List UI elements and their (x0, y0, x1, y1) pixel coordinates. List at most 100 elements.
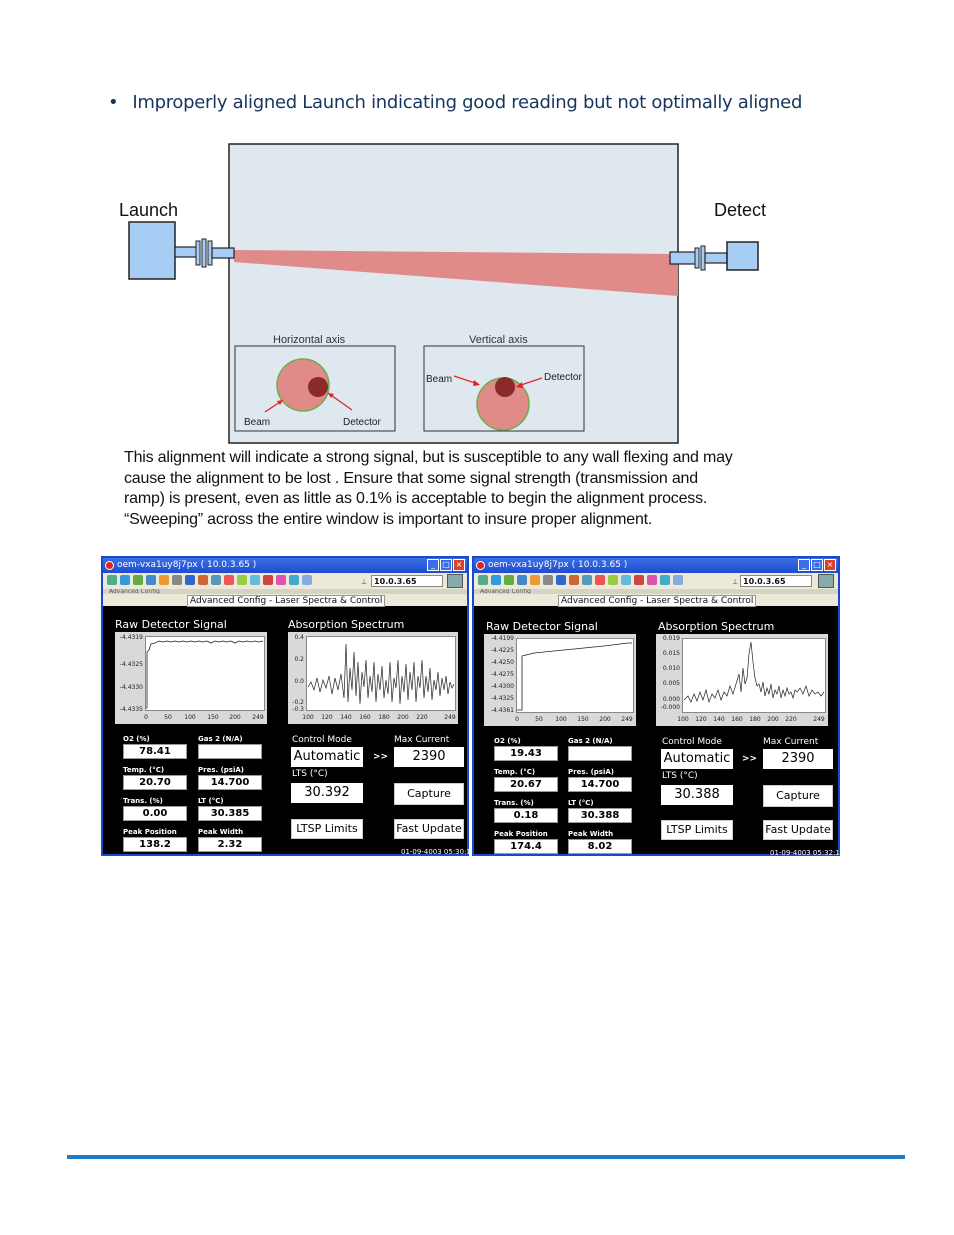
gas2-value (198, 744, 262, 759)
raw-detector-plot: -4.4319 -4.4325 -4.4330 -4.4335 0 50 100… (115, 632, 267, 724)
detect-box (726, 241, 759, 271)
explanation-paragraph: This alignment will indicate a strong si… (124, 448, 804, 530)
tool-icon[interactable] (224, 575, 234, 585)
y-tick: -0.000 (660, 704, 680, 711)
tool-icon[interactable] (491, 575, 501, 585)
tool-icon[interactable] (263, 575, 273, 585)
tool-icon[interactable] (289, 575, 299, 585)
tool-icon[interactable] (543, 575, 553, 585)
lts-input[interactable]: 30.392 (291, 783, 363, 803)
close-button[interactable]: × (453, 559, 465, 571)
tool-icon[interactable] (673, 575, 683, 585)
subtab[interactable]: Advanced Config (103, 589, 467, 594)
tool-icon[interactable] (530, 575, 540, 585)
x-tick: 249 (252, 714, 264, 721)
tool-icon[interactable] (595, 575, 605, 585)
control-mode-select[interactable]: Automatic (661, 749, 733, 769)
tool-icon[interactable] (647, 575, 657, 585)
tool-icon[interactable] (634, 575, 644, 585)
paragraph-line: ramp) is present, even as little as 0.1%… (124, 490, 708, 508)
control-mode-label: Control Mode (292, 735, 352, 745)
control-mode-select[interactable]: Automatic (291, 747, 363, 767)
raw-detector-title: Raw Detector Signal (115, 618, 227, 631)
x-tick: 50 (535, 716, 543, 723)
y-tick: 0.2 (294, 656, 304, 663)
capture-button[interactable]: Capture (763, 785, 833, 807)
y-tick: 0.005 (662, 680, 680, 687)
tool-icon[interactable] (517, 575, 527, 585)
tool-icon[interactable] (608, 575, 618, 585)
tool-icon[interactable] (159, 575, 169, 585)
close-button[interactable]: × (824, 559, 836, 571)
peak-position-label: Peak Position (123, 828, 177, 836)
ip-address-input[interactable]: 10.0.3.65 (740, 575, 812, 587)
x-tick: 150 (577, 716, 589, 723)
max-current-input[interactable]: 2390 (763, 749, 833, 769)
x-tick: 200 (229, 714, 241, 721)
toolbar: ⊥ 10.0.3.65 (474, 573, 838, 589)
horizontal-detector-circle (308, 377, 328, 397)
peak-position-value: 174.4 (494, 839, 558, 854)
y-tick: 0.019 (662, 635, 680, 642)
tool-icon[interactable] (185, 575, 195, 585)
tool-icon[interactable] (250, 575, 260, 585)
tool-icon[interactable] (133, 575, 143, 585)
minimize-button[interactable]: _ (798, 559, 810, 571)
lts-input[interactable]: 30.388 (661, 785, 733, 805)
ltsp-limits-button[interactable]: LTSP Limits (661, 820, 733, 840)
peak-width-value: 2.32 (198, 837, 262, 852)
tool-icon[interactable] (276, 575, 286, 585)
fast-update-button[interactable]: Fast Update (394, 819, 464, 839)
tool-icon[interactable] (146, 575, 156, 585)
tool-icon[interactable] (107, 575, 117, 585)
window-titlebar[interactable]: oem-vxa1uy8j7px ( 10.0.3.65 ) _ □ × (474, 558, 838, 573)
tool-icon[interactable] (120, 575, 130, 585)
tool-icon[interactable] (621, 575, 631, 585)
maximize-button[interactable]: □ (440, 559, 452, 571)
x-tick: 100 (677, 716, 689, 723)
window-titlebar[interactable]: oem-vxa1uy8j7px ( 10.0.3.65 ) _ □ × (103, 558, 467, 573)
tool-icon[interactable] (660, 575, 670, 585)
o2-value: 19.43 (494, 746, 558, 761)
x-tick: 180 (749, 716, 761, 723)
tool-icon[interactable] (172, 575, 182, 585)
y-tick: -4.4319 (119, 634, 143, 641)
tool-icon[interactable] (504, 575, 514, 585)
scroll-indicator: ⊥ (361, 578, 368, 586)
temp-value: 20.67 (494, 777, 558, 792)
temp-label: Temp. (°C) (123, 766, 165, 774)
tab-advanced-config[interactable]: Advanced Config - Laser Spectra & Contro… (187, 595, 386, 607)
tool-icon[interactable] (237, 575, 247, 585)
minimize-button[interactable]: _ (427, 559, 439, 571)
x-tick: 180 (378, 714, 390, 721)
x-tick: 140 (713, 716, 725, 723)
tool-icon[interactable] (211, 575, 221, 585)
ltsp-limits-button[interactable]: LTSP Limits (291, 819, 363, 839)
capture-button[interactable]: Capture (394, 783, 464, 805)
absorption-graph (307, 643, 455, 705)
absorption-line (683, 641, 825, 704)
vertical-detector-label: Detector (544, 372, 582, 383)
pres-label: Pres. (psiA) (568, 768, 614, 776)
peak-width-label: Peak Width (568, 830, 614, 838)
ip-address-input[interactable]: 10.0.3.65 (371, 575, 443, 587)
app-icon (105, 561, 114, 570)
tool-icon[interactable] (556, 575, 566, 585)
computer-icon[interactable] (818, 574, 834, 588)
x-tick: 140 (340, 714, 352, 721)
tab-advanced-config[interactable]: Advanced Config - Laser Spectra & Contro… (558, 595, 757, 607)
tool-icon[interactable] (198, 575, 208, 585)
tool-icon[interactable] (582, 575, 592, 585)
tool-icon[interactable] (478, 575, 488, 585)
detect-label: Detect (714, 200, 766, 220)
subtab[interactable]: Advanced Config (474, 589, 838, 594)
fast-update-button[interactable]: Fast Update (763, 820, 833, 840)
computer-icon[interactable] (447, 574, 463, 588)
o2-label: O2 (%) (123, 735, 150, 743)
maximize-button[interactable]: □ (811, 559, 823, 571)
tool-icon[interactable] (569, 575, 579, 585)
max-current-input[interactable]: 2390 (394, 747, 464, 767)
tool-icon[interactable] (302, 575, 312, 585)
trans-label: Trans. (%) (494, 799, 534, 807)
launch-flange-1 (195, 240, 201, 266)
